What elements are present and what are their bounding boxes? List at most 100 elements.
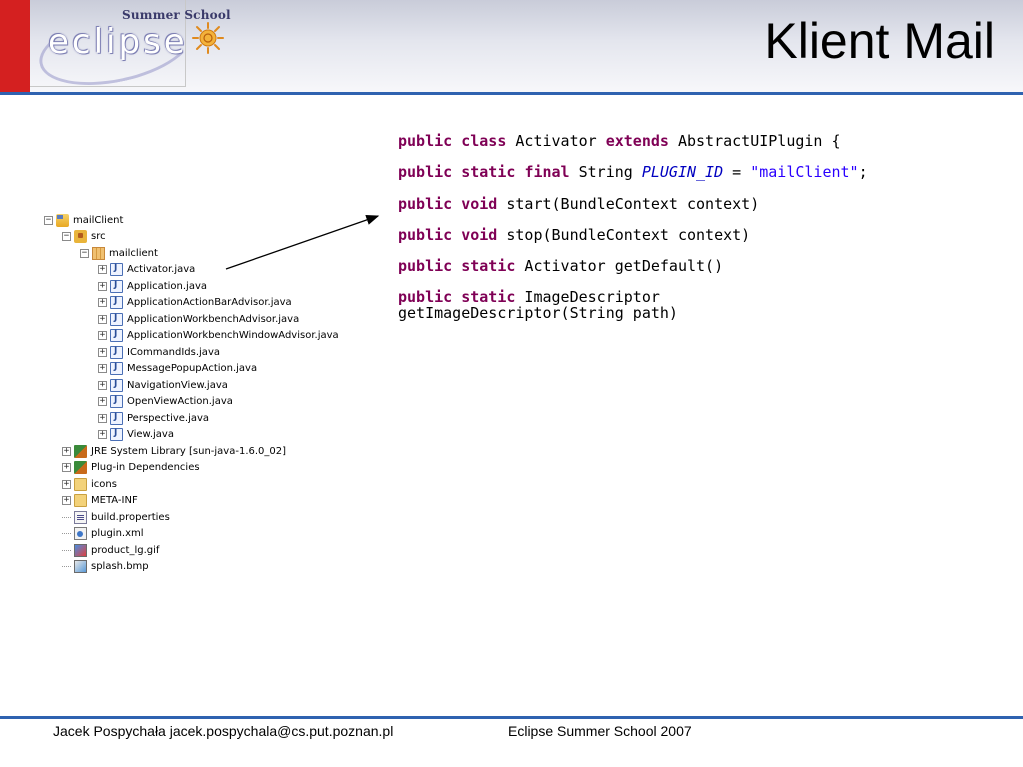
code-text: = bbox=[723, 163, 751, 181]
java-file-icon bbox=[110, 395, 123, 408]
tree-item-label: NavigationView.java bbox=[127, 379, 228, 391]
expand-toggle-icon[interactable]: + bbox=[98, 264, 107, 274]
java-file-icon bbox=[110, 329, 123, 342]
tree-item-label: mailClient bbox=[73, 214, 124, 226]
java-file-icon bbox=[110, 362, 123, 375]
tree-item[interactable]: − mailClient bbox=[44, 212, 123, 228]
tree-connector bbox=[62, 549, 71, 551]
code-text: Activator bbox=[506, 132, 606, 150]
code-line-get-image-descriptor: public static ImageDescriptor getImageDe… bbox=[398, 289, 728, 321]
keyword: public bbox=[398, 163, 453, 181]
tree-item[interactable]: +Activator.java bbox=[98, 262, 195, 278]
code-text: ; bbox=[858, 163, 868, 181]
tree-item-label: splash.bmp bbox=[91, 561, 149, 572]
string-literal: "mailClient" bbox=[750, 163, 859, 181]
expand-toggle-icon[interactable]: + bbox=[98, 429, 107, 439]
code-text: stop(BundleContext context) bbox=[497, 226, 751, 244]
tree-item-label: JRE System Library [sun-java-1.6.0_02] bbox=[91, 445, 287, 457]
java-file-icon bbox=[110, 345, 123, 359]
tree-item-label: product_lg.gif bbox=[91, 544, 160, 556]
tree-item[interactable]: + Perspective.java bbox=[98, 410, 209, 426]
tree-item[interactable]: + icons bbox=[62, 476, 117, 492]
tree-connector bbox=[62, 566, 71, 567]
keyword: public bbox=[398, 132, 453, 150]
expand-toggle-icon[interactable]: + bbox=[98, 280, 107, 291]
expand-toggle-icon[interactable]: + bbox=[98, 297, 107, 307]
tree-item[interactable]: + Application.java bbox=[98, 278, 207, 294]
java-file-icon bbox=[110, 263, 123, 276]
folder-icon bbox=[74, 494, 87, 507]
tree-item-label: ApplicationActionBarAdvisor.java bbox=[127, 297, 292, 308]
red-accent-bar bbox=[0, 0, 30, 92]
eclipse-logo-text: eclipse bbox=[48, 22, 188, 62]
tree-item[interactable]: +OpenViewAction.java bbox=[98, 394, 233, 410]
keyword: public bbox=[398, 257, 453, 275]
java-file-icon bbox=[110, 296, 123, 309]
tree-item[interactable]: + NavigationView.java bbox=[98, 377, 228, 393]
keyword: static bbox=[461, 163, 516, 181]
tree-item[interactable]: + ApplicationActionBarAdvisor.java bbox=[98, 295, 292, 311]
tree-item[interactable]: + ApplicationWorkbenchWindowAdvisor.java bbox=[98, 328, 339, 344]
tree-item-label: ApplicationWorkbenchWindowAdvisor.java bbox=[127, 330, 339, 341]
tree-item[interactable]: + JRE System Library [sun-java-1.6.0_02] bbox=[62, 443, 286, 459]
collapse-toggle-icon[interactable]: − bbox=[80, 247, 89, 258]
keyword: final bbox=[524, 163, 570, 181]
tree-item[interactable]: build.properties bbox=[62, 509, 170, 525]
folder-icon bbox=[74, 477, 87, 491]
keyword: public bbox=[398, 195, 453, 213]
expand-toggle-icon[interactable]: + bbox=[98, 330, 107, 340]
xml-file-icon bbox=[74, 527, 87, 540]
code-line-start: public void start(BundleContext context) bbox=[398, 196, 759, 212]
sun-icon bbox=[192, 22, 224, 54]
expand-toggle-icon[interactable]: + bbox=[62, 478, 71, 489]
tree-item[interactable]: +View.java bbox=[98, 427, 174, 443]
library-icon bbox=[74, 444, 87, 458]
tree-item[interactable]: + META-INF bbox=[62, 493, 138, 509]
tree-item-label: Perspective.java bbox=[127, 412, 210, 424]
tree-item-label: ApplicationWorkbenchAdvisor.java bbox=[127, 313, 300, 325]
logo-frame bbox=[30, 0, 186, 87]
tree-item-label: Application.java bbox=[127, 280, 208, 292]
tree-item[interactable]: +Plug-in Dependencies bbox=[62, 460, 200, 476]
keyword: public bbox=[398, 288, 453, 306]
tree-item-label: plugin.xml bbox=[91, 528, 144, 539]
tree-connector bbox=[62, 516, 71, 518]
tree-item[interactable]: +MessagePopupAction.java bbox=[98, 361, 257, 377]
tree-item[interactable]: +ICommandIds.java bbox=[98, 344, 220, 360]
keyword: static bbox=[461, 288, 516, 306]
code-line-plugin-id: public static final String PLUGIN_ID = "… bbox=[398, 164, 868, 180]
expand-toggle-icon[interactable]: + bbox=[98, 363, 107, 373]
expand-toggle-icon[interactable]: + bbox=[98, 313, 107, 324]
tree-item-label: icons bbox=[91, 478, 117, 490]
tree-item[interactable]: − mailclient bbox=[80, 245, 158, 261]
keyword: void bbox=[461, 195, 498, 213]
tree-item[interactable]: + ApplicationWorkbenchAdvisor.java bbox=[98, 311, 299, 327]
constant: PLUGIN_ID bbox=[641, 163, 724, 181]
slide-header: Summer School eclipse Klient Mail bbox=[0, 0, 1023, 98]
package-icon bbox=[92, 246, 105, 260]
keyword: void bbox=[461, 226, 498, 244]
code-text: Activator getDefault() bbox=[515, 257, 724, 275]
tree-item-label: mailclient bbox=[109, 247, 158, 259]
expand-toggle-icon[interactable]: + bbox=[98, 412, 107, 423]
tree-item-label: META-INF bbox=[91, 495, 138, 506]
java-file-icon bbox=[110, 378, 123, 392]
slide-title: Klient Mail bbox=[764, 13, 995, 69]
keyword: class bbox=[461, 132, 507, 150]
tree-item[interactable]: −src bbox=[62, 229, 106, 245]
tree-item[interactable]: splash.bmp bbox=[62, 559, 149, 575]
tree-connector bbox=[62, 533, 71, 534]
collapse-toggle-icon[interactable]: − bbox=[62, 231, 71, 241]
collapse-toggle-icon[interactable]: − bbox=[44, 214, 53, 225]
expand-toggle-icon[interactable]: + bbox=[98, 379, 107, 390]
expand-toggle-icon[interactable]: + bbox=[98, 396, 107, 406]
expand-toggle-icon[interactable]: + bbox=[62, 462, 71, 472]
bottom-divider bbox=[0, 716, 1023, 719]
footer-author: Jacek Pospychała jacek.pospychala@cs.put… bbox=[53, 723, 394, 739]
expand-toggle-icon[interactable]: + bbox=[62, 495, 71, 505]
code-text: ImageDescriptor getImageDescriptor(Strin… bbox=[398, 288, 678, 322]
expand-toggle-icon[interactable]: + bbox=[98, 346, 107, 357]
expand-toggle-icon[interactable]: + bbox=[62, 445, 71, 456]
tree-item[interactable]: product_lg.gif bbox=[62, 542, 159, 558]
tree-item[interactable]: plugin.xml bbox=[62, 526, 144, 542]
